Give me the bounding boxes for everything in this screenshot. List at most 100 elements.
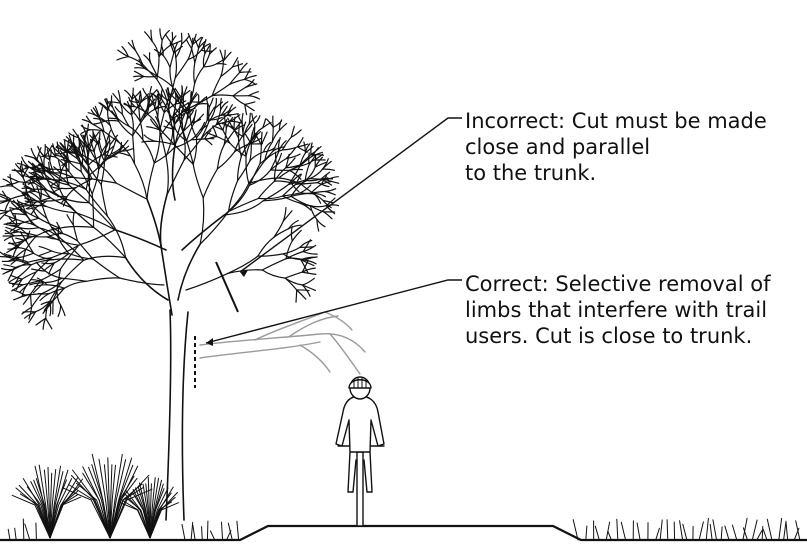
tree-branch	[10, 283, 23, 285]
tree-branch	[244, 137, 246, 157]
tree-branch	[167, 160, 184, 195]
tree-branch	[147, 163, 154, 199]
tree-branch	[8, 177, 19, 182]
tree-branch	[132, 115, 134, 136]
tree-branch	[19, 253, 33, 257]
grass-blade	[15, 528, 17, 540]
tree-branch	[18, 236, 30, 247]
tree-branch	[107, 216, 125, 258]
tree-branch	[229, 198, 259, 211]
grass-blade	[683, 524, 687, 540]
tree-branch	[73, 213, 74, 225]
tree-branch	[193, 138, 196, 165]
tree-branch	[94, 121, 105, 124]
tree-branch	[1, 186, 13, 187]
tree-trunk	[166, 310, 188, 520]
grass-blade	[725, 526, 729, 540]
tree-branch	[195, 67, 204, 84]
tree-branch	[240, 72, 251, 73]
grass-blade	[25, 524, 30, 540]
tree-branch	[220, 50, 223, 61]
grass-blade	[228, 523, 232, 540]
tree-branch	[207, 104, 208, 120]
tree-branch	[54, 254, 69, 263]
tree-branch	[4, 265, 16, 268]
tree-illustration	[0, 29, 339, 520]
tree-branch	[300, 185, 311, 193]
tree-branch	[44, 145, 45, 157]
tree-branch	[249, 96, 260, 99]
grass-blade	[784, 521, 786, 540]
grass-blade	[621, 522, 625, 540]
tree-branch	[50, 305, 51, 316]
tree-branch	[192, 49, 195, 63]
grass-blade	[36, 523, 37, 540]
grass-blade	[706, 518, 708, 540]
tree-branch	[86, 278, 119, 281]
tree-branch	[311, 143, 312, 155]
tree-branch	[92, 131, 93, 142]
tree-branch	[315, 155, 316, 167]
tree-branch	[147, 199, 161, 246]
tree-branch	[143, 140, 155, 163]
grass-blade	[762, 527, 763, 541]
tree-branch	[22, 188, 33, 189]
tree-branch	[303, 252, 317, 255]
tree-branch	[224, 183, 248, 215]
tree-branch	[132, 88, 133, 99]
tree-branch	[170, 67, 173, 86]
tree-branch	[40, 251, 52, 255]
tree-branch	[200, 198, 204, 244]
tree-branch	[13, 186, 27, 195]
tree-branch	[285, 278, 302, 285]
tree-branch	[144, 76, 158, 77]
grass-blade	[757, 531, 762, 540]
correct-callout-line-2: limbs that interfere with trail	[465, 297, 770, 323]
incorrect-callout-line-2: close and parallel	[465, 134, 767, 160]
grass-blade	[680, 521, 683, 540]
tree-branch	[233, 96, 245, 105]
tree-branch	[152, 41, 159, 56]
bicycle-wheel	[357, 452, 363, 526]
tree-branch	[158, 94, 159, 104]
tree-branch	[79, 230, 115, 245]
tree-branch	[209, 98, 213, 107]
tree-branch	[94, 152, 99, 170]
tree-branch	[175, 60, 188, 79]
tree-branch	[300, 247, 313, 248]
incorrect-callout: Incorrect: Cut must be made close and pa…	[465, 108, 767, 186]
tree-branch	[310, 206, 326, 207]
tree-branch	[52, 187, 62, 189]
grass-blade	[222, 522, 223, 540]
grass-blade	[732, 525, 736, 540]
tree-branches	[0, 29, 339, 329]
tree-branch	[166, 157, 168, 196]
shrub-twig	[73, 470, 111, 538]
tree-branch	[283, 247, 300, 254]
tree-branch	[62, 188, 76, 189]
tree-branch	[101, 185, 107, 216]
tree-branch	[64, 281, 86, 288]
tree-branch	[193, 164, 203, 198]
grass-blade	[710, 524, 712, 540]
tree-branch	[93, 259, 120, 278]
tree-branch	[246, 156, 249, 183]
tree-branch	[157, 57, 159, 80]
tree-branch	[163, 55, 170, 67]
removed-limb-icon	[200, 312, 365, 374]
tree-branch	[116, 183, 147, 199]
tree-branch	[119, 121, 133, 136]
tree-branch	[3, 260, 15, 261]
tree-branch	[14, 236, 29, 237]
grass-blade	[699, 522, 703, 540]
grass-blade	[608, 531, 612, 540]
tree-branch	[249, 92, 259, 96]
grass-blade	[202, 527, 203, 540]
grass-blade	[211, 531, 215, 540]
tree-branch	[262, 270, 285, 278]
tree-branch	[99, 107, 103, 117]
grass-blade	[786, 522, 788, 540]
tree-branch	[17, 226, 29, 237]
tree-branch	[39, 246, 52, 251]
tree-branch	[77, 213, 115, 230]
